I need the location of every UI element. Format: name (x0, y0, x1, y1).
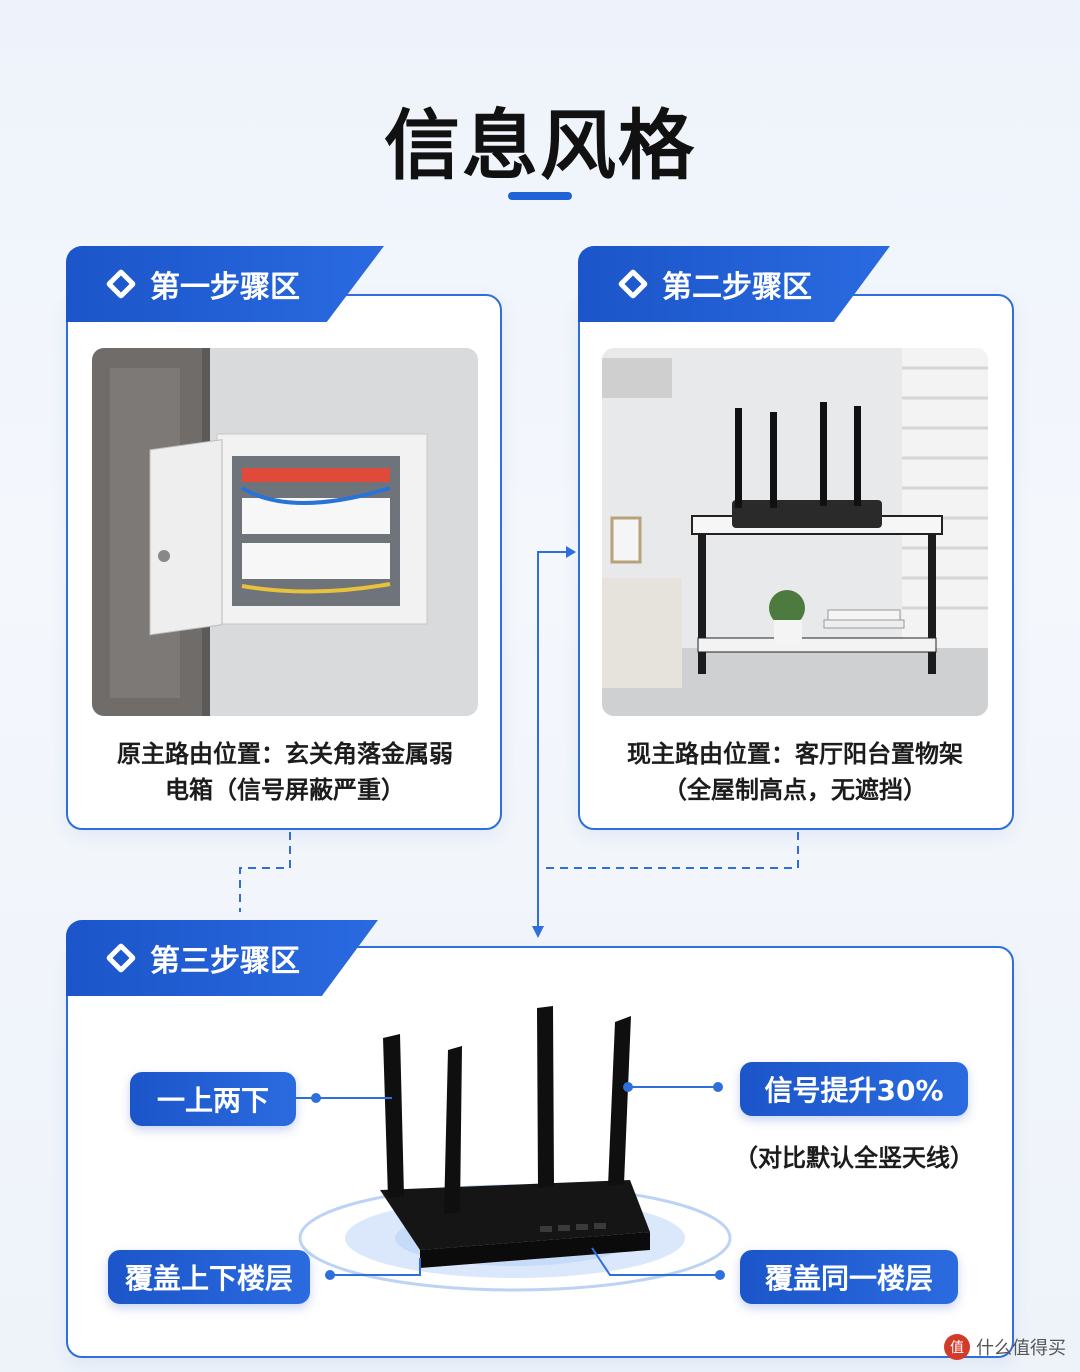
callout-one-up-two-down: 一上两下 (130, 1072, 296, 1126)
site-watermark: 值 什么值得买 (944, 1334, 1066, 1360)
step-two-label: 第二步骤区 (662, 270, 812, 305)
step-one-caption: 原主路由位置：玄关角落金属弱 电箱（信号屏蔽严重） (90, 736, 480, 808)
step-two-caption: 现主路由位置：客厅阳台置物架 （全屋制高点，无遮挡） (600, 736, 990, 808)
step-three-label: 第三步骤区 (150, 944, 300, 979)
title-underline (508, 192, 572, 200)
step-two-caption-line2: （全屋制高点，无遮挡） (663, 776, 927, 804)
step-two-caption-line1: 现主路由位置：客厅阳台置物架 (627, 740, 963, 768)
callout-cover-same-floor: 覆盖同一楼层 (740, 1250, 958, 1304)
watermark-text: 什么值得买 (976, 1338, 1066, 1359)
electrical-box-photo (92, 348, 478, 716)
step-one-caption-line1: 原主路由位置：玄关角落金属弱 (117, 740, 453, 768)
watermark-badge-icon: 值 (944, 1334, 970, 1360)
callout-cover-multi-floor: 覆盖上下楼层 (108, 1250, 310, 1304)
step-one-caption-line2: 电箱（信号屏蔽严重） (165, 776, 405, 804)
step-three-tab: 第三步骤区 (66, 920, 378, 996)
step-one-tab: 第一步骤区 (66, 246, 384, 322)
step-two-tab: 第二步骤区 (578, 246, 890, 322)
step-one-label: 第一步骤区 (150, 270, 300, 305)
callout-signal-boost-note: （对比默认全竖天线） (734, 1144, 974, 1172)
living-room-shelf-photo (602, 348, 988, 716)
callout-signal-boost: 信号提升30% (740, 1062, 968, 1116)
router-illustration (298, 1006, 732, 1292)
page-title: 信息风格 (384, 101, 696, 190)
